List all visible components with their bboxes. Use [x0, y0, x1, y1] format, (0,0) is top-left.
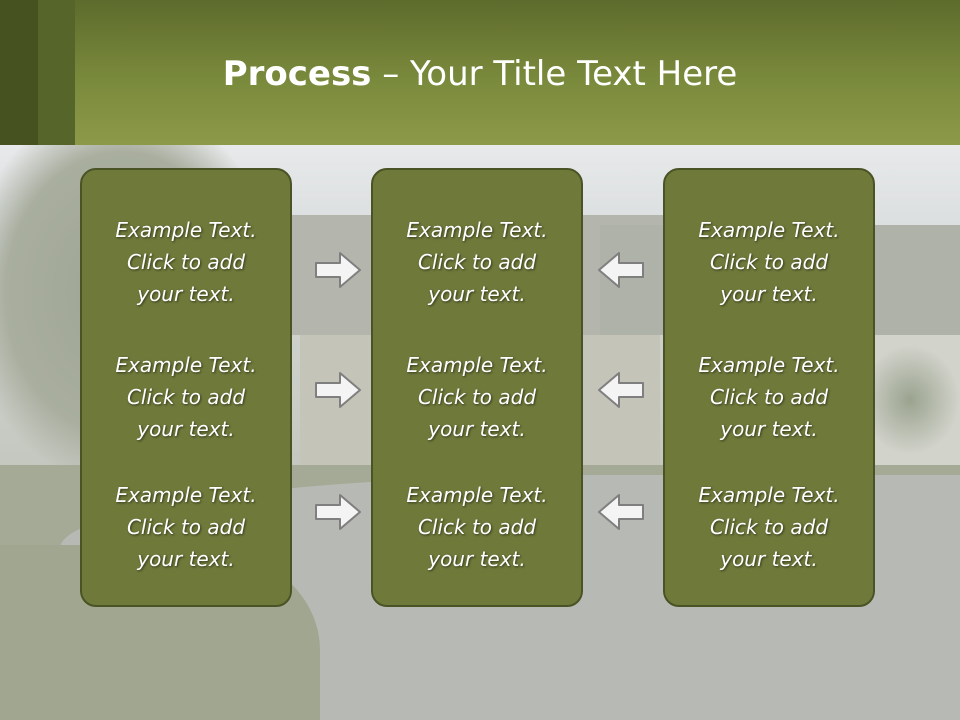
header-accent-bar: [0, 0, 38, 145]
title-header: Process – Your Title Text Here: [0, 0, 960, 145]
text-placeholder[interactable]: Example Text. Click to add your text.: [115, 218, 257, 306]
text-placeholder[interactable]: Example Text. Click to add your text.: [698, 218, 840, 306]
arrow-left-icon[interactable]: [597, 250, 645, 290]
text-placeholder[interactable]: Example Text. Click to add your text.: [698, 353, 840, 441]
slide-title[interactable]: Process – Your Title Text Here: [0, 52, 960, 96]
arrow-right-icon[interactable]: [314, 250, 362, 290]
arrow-left-icon[interactable]: [597, 492, 645, 532]
text-placeholder[interactable]: Example Text. Click to add your text.: [406, 483, 548, 571]
text-placeholder[interactable]: Example Text. Click to add your text.: [115, 483, 257, 571]
text-placeholder[interactable]: Example Text. Click to add your text.: [698, 483, 840, 571]
title-bold-text: Process: [222, 54, 372, 94]
header-accent-bar: [38, 0, 75, 145]
title-rest-text: – Your Title Text Here: [371, 54, 738, 94]
arrow-left-icon[interactable]: [597, 370, 645, 410]
process-box-2[interactable]: Example Text. Click to add your text. Ex…: [371, 168, 583, 607]
arrow-right-icon[interactable]: [314, 370, 362, 410]
text-placeholder[interactable]: Example Text. Click to add your text.: [406, 218, 548, 306]
arrow-right-icon[interactable]: [314, 492, 362, 532]
text-placeholder[interactable]: Example Text. Click to add your text.: [406, 353, 548, 441]
process-box-3[interactable]: Example Text. Click to add your text. Ex…: [663, 168, 875, 607]
process-box-1[interactable]: Example Text. Click to add your text. Ex…: [80, 168, 292, 607]
text-placeholder[interactable]: Example Text. Click to add your text.: [115, 353, 257, 441]
